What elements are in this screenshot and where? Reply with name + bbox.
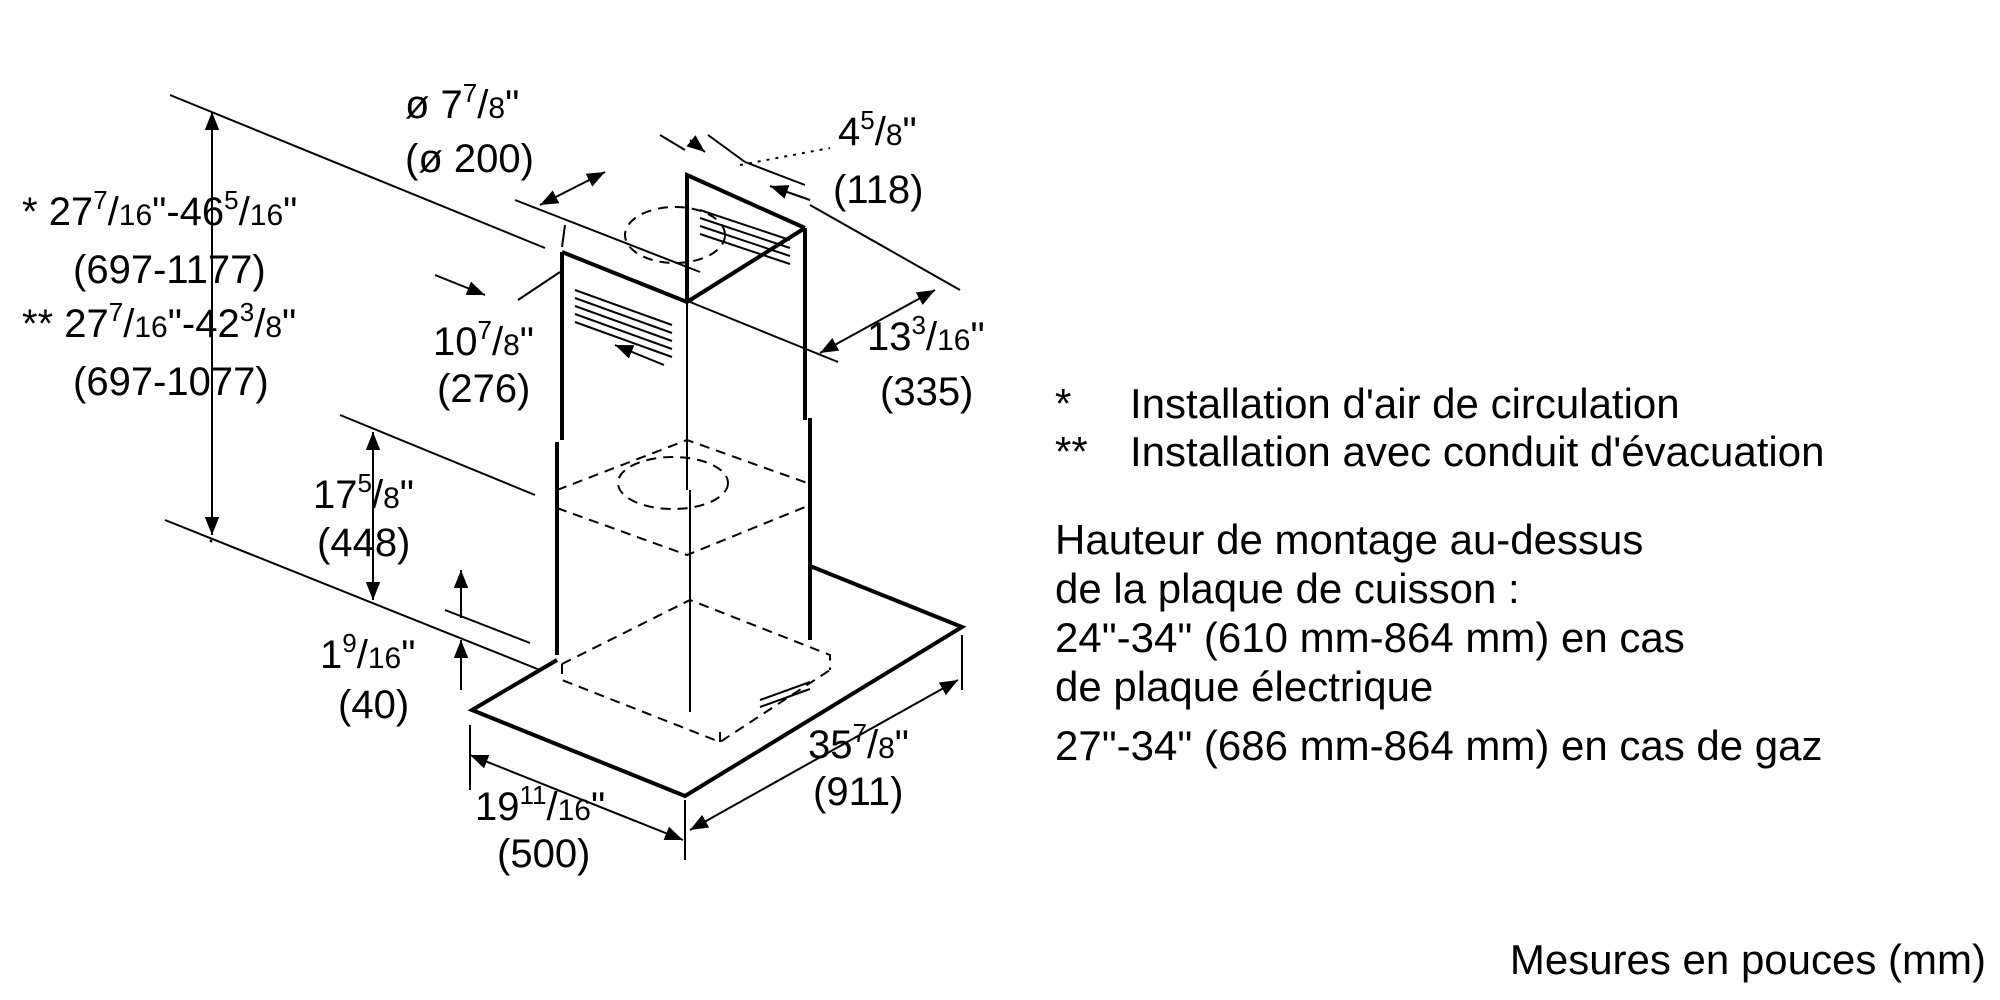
- mounting-line: de la plaque de cuisson :: [1055, 565, 1520, 612]
- total-height-duct-mm: (697-1077): [73, 360, 269, 404]
- canopy-outline: [467, 564, 967, 799]
- canopy-thickness-mm: (40): [338, 683, 409, 727]
- chimney-depth-small-mm: (118): [833, 168, 923, 212]
- mounting-line: 27"-34" (686 mm-864 mm) en cas de gaz: [1055, 722, 1823, 769]
- chimney-width-mm: (276): [437, 367, 530, 411]
- chimney-width-label: 107/8": [433, 315, 534, 364]
- units-note: Mesures en pouces (mm): [1509, 936, 1986, 983]
- total-height-circulation-mm: (697-1177): [73, 248, 266, 292]
- mounting-height-note: Hauteur de montage au-dessus de la plaqu…: [1055, 515, 1822, 770]
- legend-item-circulation: * Installation d'air de circulation: [1055, 380, 1680, 428]
- mounting-line: Hauteur de montage au-dessus: [1055, 516, 1644, 563]
- legend-mark: **: [1055, 428, 1088, 475]
- canopy-depth-label: 1911/16": [475, 780, 605, 829]
- dimension-lines: [164, 94, 963, 860]
- upper-chimney-back: [685, 171, 806, 302]
- legend-text: Installation avec conduit d'évacuation: [1130, 428, 1825, 475]
- hood-outline: [467, 171, 967, 799]
- canopy-thickness-label: 19/16": [320, 628, 415, 677]
- range-hood-dimension-diagram: ø 77/8" (ø 200) 45/8" (118) * 277/16"-46…: [22, 78, 985, 876]
- legend-text: Installation d'air de circulation: [1130, 380, 1680, 427]
- chimney-depth-label: 133/16": [867, 310, 985, 359]
- canopy-depth-mm: (500): [497, 832, 590, 876]
- duct-diameter-mm: (ø 200): [405, 137, 534, 181]
- total-height-circulation-label: * 277/16"-465/16": [22, 185, 297, 234]
- mounting-line: de plaque électrique: [1055, 663, 1434, 710]
- lower-chimney-label: 175/8": [313, 468, 414, 517]
- dimension-labels: ø 77/8" (ø 200) 45/8" (118) * 277/16"-46…: [22, 78, 985, 876]
- legend-mark: *: [1055, 380, 1072, 427]
- canopy-width-mm: (911): [813, 770, 903, 814]
- total-height-duct-label: ** 277/16"-423/8": [22, 297, 296, 346]
- canopy-width-label: 357/8": [808, 718, 909, 767]
- chimney-depth-small-label: 45/8": [838, 105, 917, 154]
- lower-chimney-mm: (448): [317, 521, 410, 565]
- chimney-depth-mm: (335): [880, 370, 973, 414]
- mounting-line: 24"-34" (610 mm-864 mm) en cas: [1055, 614, 1685, 661]
- legend-item-duct: ** Installation avec conduit d'évacuation: [1055, 428, 1824, 476]
- duct-diameter-label: ø 77/8": [405, 78, 519, 127]
